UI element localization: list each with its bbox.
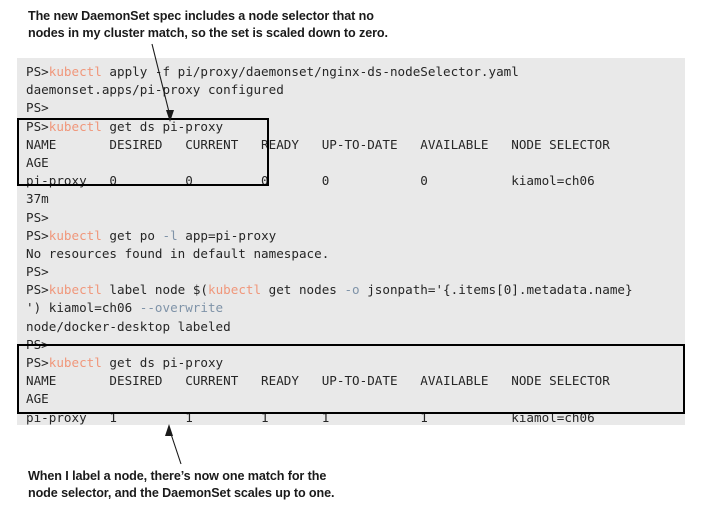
caption-bottom: When I label a node, there’s now one mat… [28, 469, 335, 500]
terminal-text: NAME DESIRED CURRENT READY UP-TO-DATE AV… [26, 373, 610, 389]
terminal-line: No resources found in default namespace. [26, 245, 633, 263]
terminal-line: PS>kubectl get ds pi-proxy [26, 118, 633, 136]
terminal-text: daemonset.apps/pi-proxy configured [26, 82, 284, 98]
terminal-line: AGE [26, 390, 633, 408]
terminal-line: PS> [26, 209, 633, 227]
command-keyword: kubectl [48, 64, 102, 79]
terminal-text: No resources found in default namespace. [26, 245, 330, 261]
command-keyword: kubectl [48, 118, 102, 134]
terminal-output: PS>kubectl apply -f pi/proxy/daemonset/n… [26, 63, 633, 427]
terminal-text: apply -f pi/proxy/daemonset/nginx-ds-nod… [101, 64, 519, 79]
terminal-line: node/docker-desktop labeled [26, 318, 633, 336]
command-keyword: kubectl [207, 282, 262, 298]
terminal-text: PS> [26, 264, 49, 280]
terminal-line: PS> [26, 99, 633, 117]
caption-top: The new DaemonSet spec includes a node s… [28, 9, 388, 40]
command-keyword: kubectl [48, 355, 102, 370]
terminal-text: label node $( [101, 282, 208, 298]
terminal-text: NAME DESIRED CURRENT READY UP-TO-DATE AV… [26, 136, 610, 152]
terminal-text: PS> [26, 118, 49, 134]
command-flag: --overwrite [139, 300, 224, 316]
terminal-line: PS>kubectl apply -f pi/proxy/daemonset/n… [26, 63, 633, 81]
terminal-line: PS>kubectl label node $(kubectl get node… [26, 281, 633, 299]
terminal-text: app=pi-proxy [177, 227, 277, 243]
terminal-line: daemonset.apps/pi-proxy configured [26, 81, 633, 99]
terminal-text: PS> [26, 209, 49, 225]
terminal-text: jsonpath='{.items[0].metadata.name} [359, 282, 633, 298]
terminal-text: get nodes [261, 282, 345, 298]
terminal-text: PS> [26, 64, 49, 79]
terminal-line: AGE [26, 154, 633, 172]
terminal-line: 37m [26, 190, 633, 208]
terminal-text: AGE [26, 391, 49, 407]
terminal-line: PS>kubectl get po -l app=pi-proxy [26, 227, 633, 245]
terminal-line: ') kiamol=ch06 --overwrite [26, 299, 633, 317]
terminal-text: node/docker-desktop labeled [26, 318, 231, 334]
terminal-line: NAME DESIRED CURRENT READY UP-TO-DATE AV… [26, 136, 633, 154]
terminal-text: PS> [26, 227, 49, 243]
terminal-line: PS> [26, 263, 633, 281]
terminal-text: get po [101, 227, 163, 243]
command-flag: -o [344, 282, 360, 298]
terminal-text: get ds pi-proxy [101, 355, 224, 370]
command-keyword: kubectl [48, 227, 102, 243]
terminal-text: ') kiamol=ch06 [26, 300, 140, 316]
terminal-line: NAME DESIRED CURRENT READY UP-TO-DATE AV… [26, 372, 633, 390]
terminal-text: PS> [26, 355, 49, 370]
terminal-text: 37m [26, 191, 49, 207]
terminal-text: PS> [26, 100, 49, 116]
terminal-text: AGE [26, 154, 49, 170]
terminal-text: PS> [26, 282, 49, 298]
terminal-text: get ds pi-proxy [101, 118, 224, 134]
command-flag: -l [162, 227, 178, 243]
terminal-line: PS>kubectl get ds pi-proxy [26, 354, 633, 372]
command-keyword: kubectl [48, 282, 102, 298]
